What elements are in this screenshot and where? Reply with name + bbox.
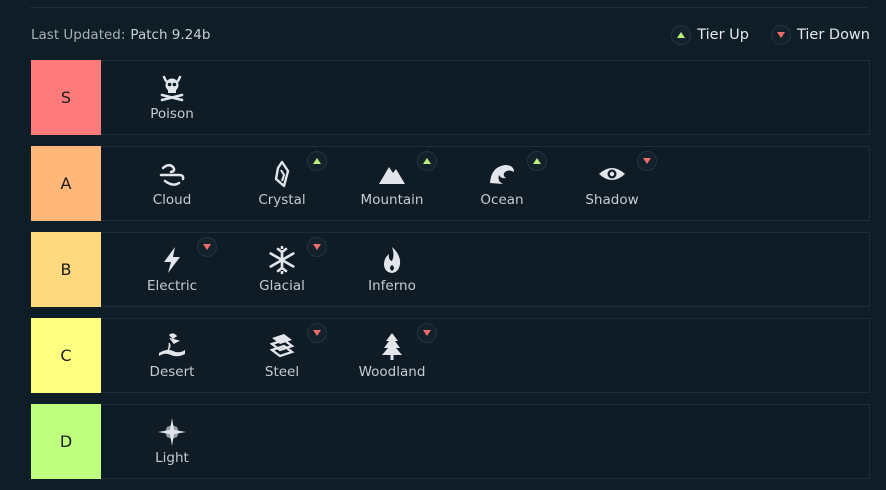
tier-label: D <box>31 404 101 479</box>
tier-item-steel[interactable]: Steel <box>227 319 337 392</box>
tier-down-arrow-icon <box>307 237 327 257</box>
tier-item-desert[interactable]: Desert <box>117 319 227 392</box>
desert-icon <box>159 332 185 356</box>
legend-tier-up-label: Tier Up <box>697 27 749 43</box>
tier-items: Desert Steel Woodland <box>101 319 447 392</box>
legend-tier-down-label: Tier Down <box>796 27 870 43</box>
last-updated: Last Updated:Patch 9.24b <box>31 27 210 43</box>
tier-item-glacial[interactable]: Glacial <box>227 233 337 306</box>
tier-down-arrow-icon <box>770 25 791 45</box>
tier-list-header: Last Updated:Patch 9.24b Tier Up Tier Do… <box>31 24 870 46</box>
tier-item-label: Inferno <box>368 277 416 294</box>
tier-row-c: C Desert Steel Woodland <box>31 318 870 393</box>
eye-icon <box>599 167 625 180</box>
snowflake-icon <box>269 245 295 274</box>
tier-row-a: A Cloud Crystal Mountain Ocean Shadow <box>31 146 870 221</box>
tier-item-inferno[interactable]: Inferno <box>337 233 447 306</box>
tier-label: B <box>31 232 101 307</box>
tier-item-label: Woodland <box>358 363 426 380</box>
tier-item-label: Steel <box>264 363 300 380</box>
tier-items: Poison <box>101 61 227 134</box>
legend-tier-down: Tier Down <box>770 25 870 45</box>
tier-item-label: Ocean <box>480 191 524 208</box>
tier-down-arrow-icon <box>417 323 437 343</box>
tier-label: A <box>31 146 101 221</box>
tier-items: Light <box>101 405 227 478</box>
trend-legend: Tier Up Tier Down <box>671 25 870 45</box>
tier-up-arrow-icon <box>307 151 327 171</box>
tier-up-arrow-icon <box>527 151 547 171</box>
tier-item-label: Crystal <box>258 191 306 208</box>
tier-row-s: S Poison <box>31 60 870 135</box>
tier-item-light[interactable]: Light <box>117 405 227 478</box>
tier-item-label: Light <box>155 449 189 466</box>
tier-item-label: Glacial <box>259 277 305 294</box>
tier-up-arrow-icon <box>417 151 437 171</box>
tier-item-electric[interactable]: Electric <box>117 233 227 306</box>
tier-item-label: Poison <box>150 105 194 122</box>
tier-items: Electric Glacial Inferno <box>101 233 447 306</box>
steel-icon <box>269 333 295 357</box>
patch-version: Patch 9.24b <box>130 27 211 43</box>
poison-skull-icon <box>160 75 184 101</box>
tier-row-d: D Light <box>31 404 870 479</box>
crystal-icon <box>274 160 290 187</box>
tier-item-cloud[interactable]: Cloud <box>117 147 227 220</box>
mountain-icon <box>379 166 405 184</box>
legend-tier-up: Tier Up <box>671 25 749 45</box>
tier-down-arrow-icon <box>197 237 217 257</box>
tier-row-b: B Electric Glacial Inferno <box>31 232 870 307</box>
flame-icon <box>384 246 401 273</box>
tier-label: C <box>31 318 101 393</box>
tier-item-woodland[interactable]: Woodland <box>337 319 447 392</box>
last-updated-label: Last Updated: <box>31 27 126 43</box>
tier-item-label: Desert <box>149 363 195 380</box>
tier-item-mountain[interactable]: Mountain <box>337 147 447 220</box>
star-sparkle-icon <box>158 417 186 446</box>
tier-label: S <box>31 60 101 135</box>
tier-items: Cloud Crystal Mountain Ocean Shadow <box>101 147 667 220</box>
tier-item-label: Mountain <box>360 191 424 208</box>
pine-tree-icon <box>382 332 402 360</box>
tier-down-arrow-icon <box>307 323 327 343</box>
tier-item-label: Electric <box>146 277 198 294</box>
cloud-wind-icon <box>159 163 185 186</box>
tier-item-label: Cloud <box>152 191 192 208</box>
tier-item-ocean[interactable]: Ocean <box>447 147 557 220</box>
tier-item-label: Shadow <box>585 191 639 208</box>
tier-item-poison[interactable]: Poison <box>117 61 227 134</box>
tier-item-crystal[interactable]: Crystal <box>227 147 337 220</box>
top-divider <box>30 7 868 8</box>
tier-item-shadow[interactable]: Shadow <box>557 147 667 220</box>
wave-icon <box>490 164 514 184</box>
tier-up-arrow-icon <box>671 25 692 45</box>
lightning-icon <box>164 246 180 273</box>
tier-down-arrow-icon <box>637 151 657 171</box>
